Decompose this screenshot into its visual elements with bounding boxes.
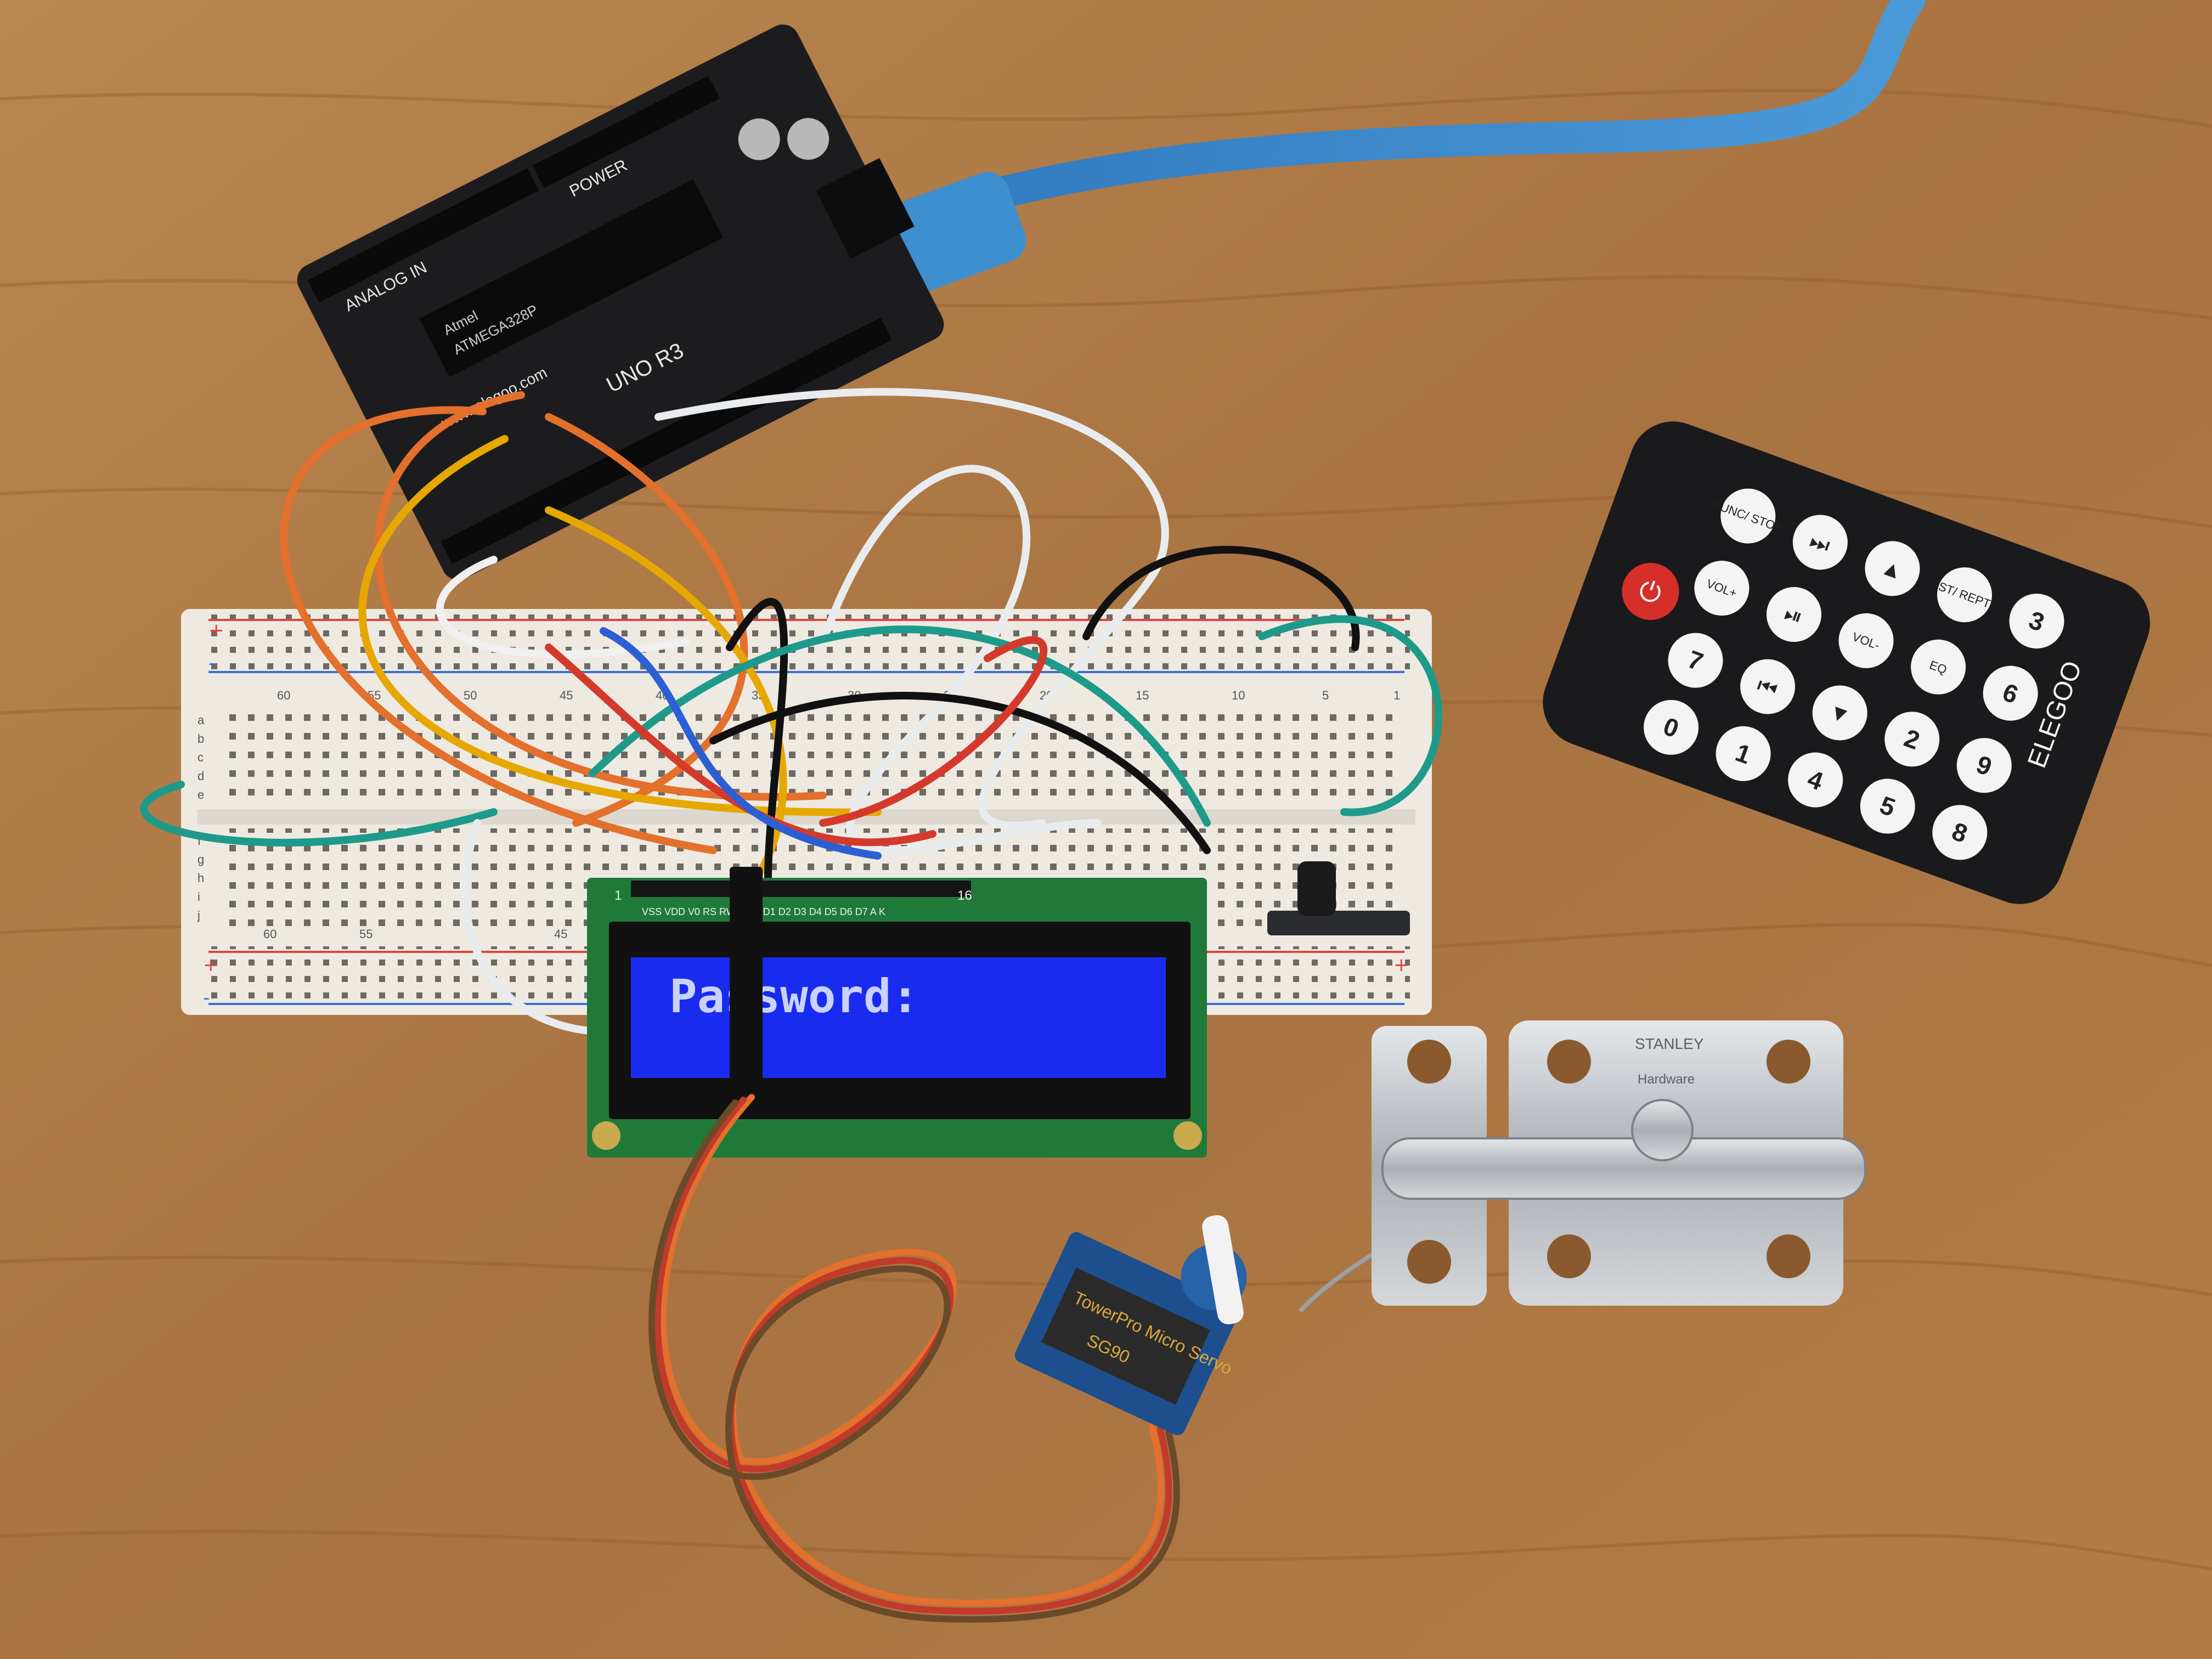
rail-minus-label: - bbox=[208, 652, 215, 674]
svg-text:1: 1 bbox=[1393, 689, 1400, 702]
svg-text:55: 55 bbox=[359, 927, 373, 941]
lcd-header-pins bbox=[631, 881, 971, 897]
svg-text:i: i bbox=[198, 890, 200, 904]
svg-text:a: a bbox=[198, 713, 205, 727]
svg-text:45: 45 bbox=[554, 927, 567, 941]
power-jack bbox=[816, 157, 915, 259]
servo-cable bbox=[648, 1094, 1180, 1623]
analog-header bbox=[307, 168, 539, 303]
remote-button bbox=[1937, 567, 1992, 623]
svg-text:10: 10 bbox=[1232, 689, 1245, 702]
servo-horn bbox=[1202, 1215, 1244, 1324]
lcd-pin-last: 16 bbox=[957, 888, 972, 903]
remote-button bbox=[1766, 587, 1821, 642]
svg-text:50: 50 bbox=[464, 689, 477, 702]
atmega-chip bbox=[419, 179, 723, 377]
lcd-pin-labels: VSS VDD V0 RS RW E D0 D1 D2 D3 D4 D5 D6 … bbox=[642, 906, 885, 917]
jumper-wires bbox=[140, 388, 1442, 1036]
rail-plus-label: + bbox=[208, 619, 224, 641]
svg-text:g: g bbox=[198, 853, 204, 866]
remote-button bbox=[1911, 639, 1966, 695]
rail-minus-label: - bbox=[203, 987, 210, 1009]
svg-text:15: 15 bbox=[1136, 689, 1149, 702]
svg-text:60: 60 bbox=[263, 927, 276, 941]
ir-remote: ELEGOO ⏻ FUNC/ STOP ⏭ ▲ ST/ REPT VOL+ ⏯ … bbox=[1543, 421, 2150, 904]
lcd-screen bbox=[631, 957, 1166, 1078]
door-latch: STANLEY Hardware bbox=[1372, 1020, 1866, 1306]
svg-text:j: j bbox=[197, 909, 200, 922]
svg-text:c: c bbox=[198, 751, 204, 764]
lcd-text: Password: bbox=[669, 969, 919, 1023]
latch-sub: Hardware bbox=[1638, 1072, 1695, 1087]
remote-button bbox=[1720, 488, 1776, 544]
remote-button bbox=[1792, 515, 1848, 570]
remote-button bbox=[1740, 659, 1796, 714]
rail-plus-label: + bbox=[203, 954, 219, 976]
svg-text:e: e bbox=[198, 788, 204, 802]
capacitor bbox=[787, 118, 830, 160]
svg-text:b: b bbox=[198, 732, 204, 746]
svg-text:45: 45 bbox=[560, 689, 573, 702]
power-header bbox=[532, 76, 720, 188]
remote-digit-buttons bbox=[1644, 594, 2064, 860]
row-letters-bottom: f g h i j bbox=[197, 834, 204, 922]
arduino-board: ANALOG IN POWER Atmel ATMEGA328P www.ele… bbox=[297, 24, 944, 580]
servo-motor: TowerPro Micro Servo SG90 bbox=[1014, 1215, 1247, 1435]
remote-nav-buttons bbox=[1694, 488, 1992, 741]
svg-text:f: f bbox=[198, 834, 201, 848]
breadboard-bottom-numbers: 60 55 45 bbox=[263, 927, 567, 941]
lcd-pin-one: 1 bbox=[614, 888, 622, 903]
svg-text:60: 60 bbox=[277, 689, 290, 702]
svg-text:d: d bbox=[198, 769, 204, 783]
remote-button bbox=[1838, 613, 1894, 668]
power-button bbox=[1622, 563, 1679, 620]
latch-brand: STANLEY bbox=[1635, 1035, 1704, 1052]
servo-connector bbox=[730, 867, 763, 1092]
digital-header bbox=[441, 317, 893, 565]
svg-text:5: 5 bbox=[1322, 689, 1329, 702]
svg-text:h: h bbox=[198, 871, 204, 885]
remote-button bbox=[1694, 561, 1750, 616]
ir-receiver-module bbox=[1267, 861, 1410, 935]
latch-knob bbox=[1631, 1099, 1694, 1161]
lcd-module: Password: VSS VDD V0 RS RW E D0 D1 D2 D3… bbox=[587, 878, 1207, 1158]
row-letters-top: a b c d e bbox=[198, 713, 205, 802]
remote-button bbox=[1865, 541, 1920, 596]
remote-button bbox=[1812, 685, 1867, 741]
rail-plus-label: + bbox=[1393, 954, 1409, 976]
capacitor bbox=[738, 118, 780, 160]
latch-bolt bbox=[1381, 1137, 1866, 1200]
